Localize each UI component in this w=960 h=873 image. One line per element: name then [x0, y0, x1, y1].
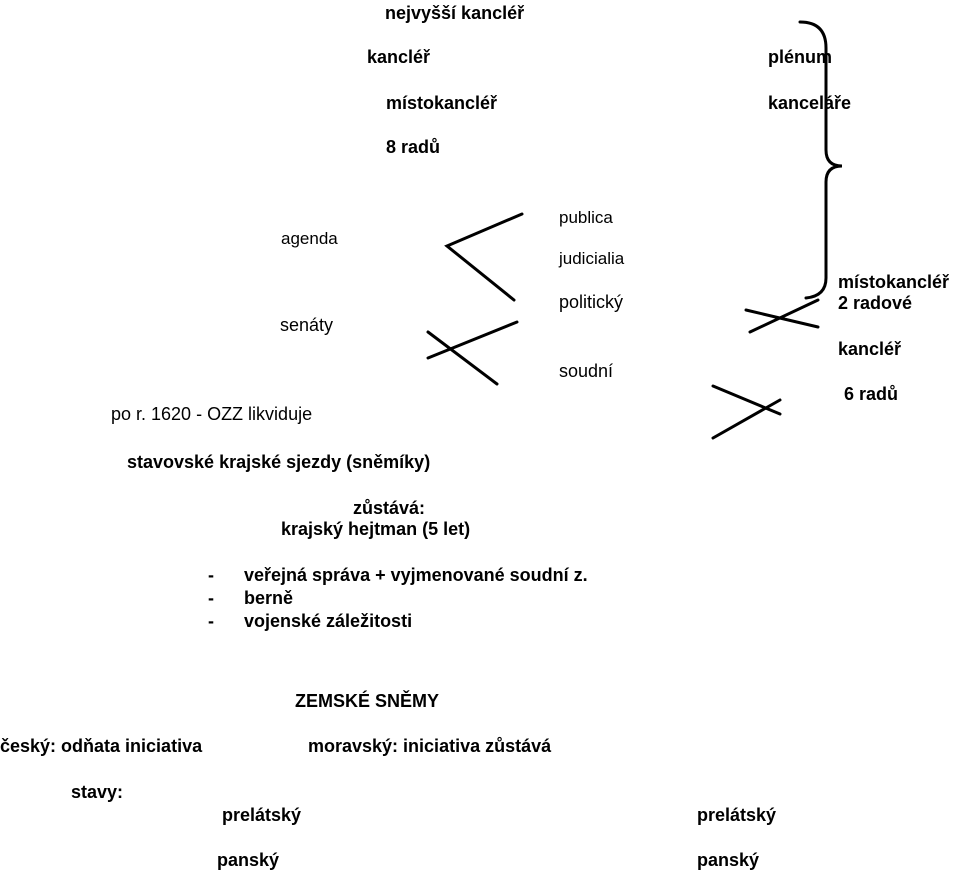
left-prelate-estate: prelátský: [222, 805, 302, 825]
political-label: politický: [559, 292, 624, 312]
duty-item: - vojenské záležitosti: [208, 612, 412, 630]
agenda-label: agenda: [281, 229, 338, 248]
regional-assemblies: stavovské krajské sjezdy (sněmíky): [127, 452, 431, 472]
two-ranks-label: 2 radové: [838, 293, 913, 313]
cross-line-5: [711, 384, 782, 416]
right-prelate-estate: prelátský: [697, 805, 777, 825]
judicialia-label: judicialia: [559, 249, 625, 268]
land-diets-title: ZEMSKÉ SNĚMY: [295, 691, 440, 711]
duty-item: - berně: [208, 589, 293, 607]
chancellery-label: kanceláře: [768, 93, 852, 113]
regional-governor: krajský hejtman (5 let): [281, 519, 471, 539]
judicial-label: soudní: [559, 361, 614, 381]
moravian-diet: moravský: iniciativa zůstává: [308, 736, 552, 756]
duty-text: vojenské záležitosti: [244, 611, 413, 631]
plenum-label: plénum: [768, 47, 833, 67]
estates-label: stavy:: [71, 782, 124, 802]
bohemian-diet: český: odňata iniciativa: [0, 736, 203, 756]
angle-connector: [444, 212, 524, 302]
cross-line-2: [426, 320, 519, 360]
vice-chancellor-label-2: místokancléř: [838, 272, 950, 292]
publica-label: publica: [559, 208, 613, 227]
remains-label: zůstává:: [353, 498, 426, 518]
cross-line-4: [748, 298, 820, 334]
left-lord-estate: panský: [217, 850, 280, 870]
right-lord-estate: panský: [697, 850, 760, 870]
chancellor-label-2: kancléř: [838, 339, 902, 359]
chancellor-label: kancléř: [367, 47, 431, 67]
supreme-chancellor-label: nejvyšší kancléř: [385, 3, 525, 23]
cross-line-6: [711, 398, 782, 440]
duty-text: berně: [244, 588, 294, 608]
duty-item: - veřejná správa + vyjmenované soudní z.: [208, 566, 588, 584]
liquidation-note: po r. 1620 - OZZ likviduje: [111, 404, 313, 424]
vice-chancellor-label: místokancléř: [386, 93, 498, 113]
senates-label: senáty: [280, 315, 334, 335]
duty-dash: -: [208, 611, 214, 631]
duty-dash: -: [208, 588, 214, 608]
duty-dash: -: [208, 565, 214, 585]
councillors-label: 8 radů: [386, 137, 441, 157]
cross-line-3: [744, 308, 820, 329]
cross-line-1: [426, 330, 499, 386]
six-councillors-label: 6 radů: [844, 384, 899, 404]
duty-text: veřejná správa + vyjmenované soudní z.: [244, 565, 588, 585]
